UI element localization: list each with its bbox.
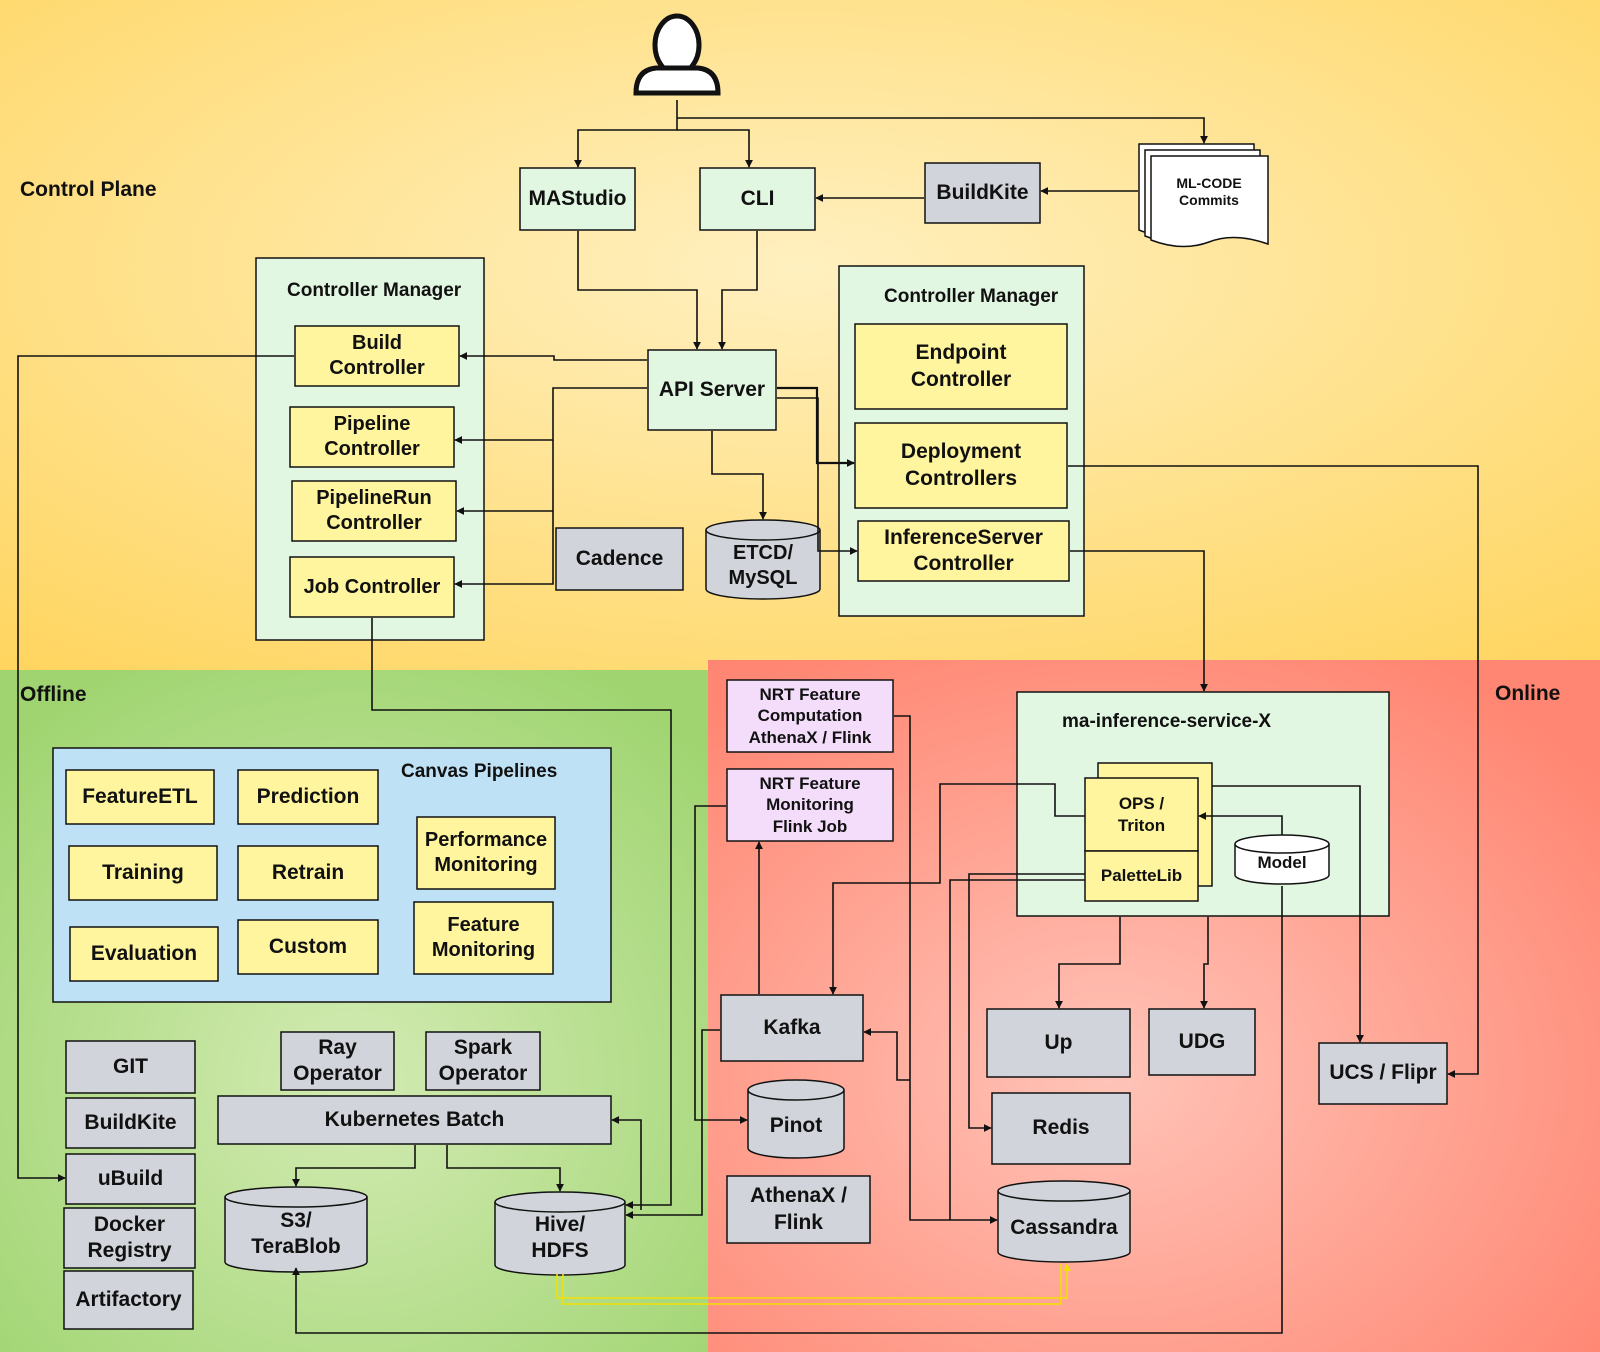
palettelib-to-redis [968, 873, 1085, 1132]
user-to-mastudio [574, 100, 678, 168]
ubuild-box [65, 1153, 196, 1205]
job-controller [289, 556, 455, 618]
deployment-to-ucs [1068, 465, 1479, 1078]
build-controller [294, 325, 460, 387]
left-manager-title: Controller Manager [287, 280, 462, 301]
user-to-cli [677, 129, 753, 168]
inferenceserver-to-service [1070, 550, 1208, 692]
ml-code-commits-doc [1138, 143, 1269, 248]
build-to-ubuild [17, 355, 294, 1182]
buildkite-top-node [924, 162, 1041, 224]
pinot-db [747, 1079, 845, 1159]
kafka-to-hdfs [625, 1029, 720, 1219]
prediction-box [237, 769, 379, 825]
nrt-feature-monitoring-box [726, 768, 894, 842]
ray-operator-box [280, 1031, 395, 1091]
docker-registry-box [63, 1207, 196, 1269]
custom-box [237, 919, 379, 975]
k8s-to-s3 [292, 1145, 416, 1187]
palettelib-box [1084, 850, 1199, 902]
service-title: ma-inference-service-X [1062, 711, 1272, 732]
palettelib-to-cassandra [949, 879, 1085, 1220]
deployment-controllers [854, 422, 1068, 509]
kubernetes-batch-box [217, 1095, 612, 1145]
api-to-deployment [777, 386, 855, 467]
ops-triton-box [1084, 777, 1199, 852]
evaluation-box [69, 926, 219, 982]
model-to-s3 [292, 886, 1283, 1334]
up-box [986, 1008, 1131, 1078]
athenax-flink-box [726, 1175, 871, 1244]
s3-terablob-db [224, 1186, 368, 1273]
cli-node [699, 167, 816, 231]
pipeline-controller [289, 406, 455, 468]
feature-monitoring-box [413, 901, 554, 975]
ucs-flipr-box [1318, 1042, 1448, 1105]
connectors [17, 100, 1479, 1334]
right-manager-title: Controller Manager [884, 286, 1059, 307]
pipelinerun-controller [291, 480, 457, 542]
git-box [65, 1040, 196, 1094]
k8s-to-hdfs [446, 1145, 564, 1192]
buildkite-offline-box [65, 1097, 196, 1149]
etcd-mysql-db [705, 519, 821, 600]
online-label: Online [1495, 682, 1561, 705]
featureetl-box [65, 769, 215, 825]
api-to-job [454, 511, 554, 588]
redis-box [991, 1092, 1131, 1165]
service-to-udg [1200, 917, 1209, 1009]
api-to-build [459, 352, 647, 361]
nrt-monitoring-to-pinot [694, 805, 748, 1124]
api-to-etcd [711, 431, 767, 520]
cli-to-api [718, 231, 758, 350]
api-to-inferenceserver [777, 397, 858, 555]
performance-monitoring-box [416, 816, 556, 890]
model-to-ops [1198, 812, 1283, 835]
model-db [1234, 834, 1330, 885]
nrt-computation-to-cassandra [894, 715, 998, 1224]
api-to-pipeline [454, 387, 647, 444]
retrain-box [237, 845, 379, 901]
mastudio-to-api [577, 231, 701, 350]
canvas-title: Canvas Pipelines [401, 761, 558, 782]
nrt-computation-to-kafka [863, 1028, 910, 1081]
job-to-hdfs [371, 618, 672, 1209]
artifactory-box [63, 1270, 194, 1330]
kafka-box [720, 994, 864, 1062]
hive-hdfs-db [494, 1191, 626, 1276]
spark-operator-box [425, 1031, 541, 1091]
inferenceserver-controller [857, 520, 1070, 582]
hdfs-cassandra-link [556, 1263, 1071, 1305]
cadence-node [555, 527, 684, 591]
training-box [68, 845, 218, 901]
ops-to-ucs [1212, 785, 1364, 1043]
cassandra-db [997, 1180, 1131, 1263]
nrt-feature-computation-box [726, 679, 894, 753]
user-icon [633, 13, 721, 96]
control-plane-label: Control Plane [20, 178, 157, 201]
api-server [647, 349, 777, 431]
ops-to-kafka [829, 783, 1085, 995]
udg-box [1148, 1008, 1256, 1076]
offline-label: Offline [20, 683, 87, 706]
hdfs-to-k8s [611, 1116, 642, 1210]
user-to-commits [677, 117, 1208, 144]
endpoint-controller [854, 323, 1068, 410]
service-to-up [1055, 917, 1121, 1009]
mastudio-node [519, 167, 636, 231]
